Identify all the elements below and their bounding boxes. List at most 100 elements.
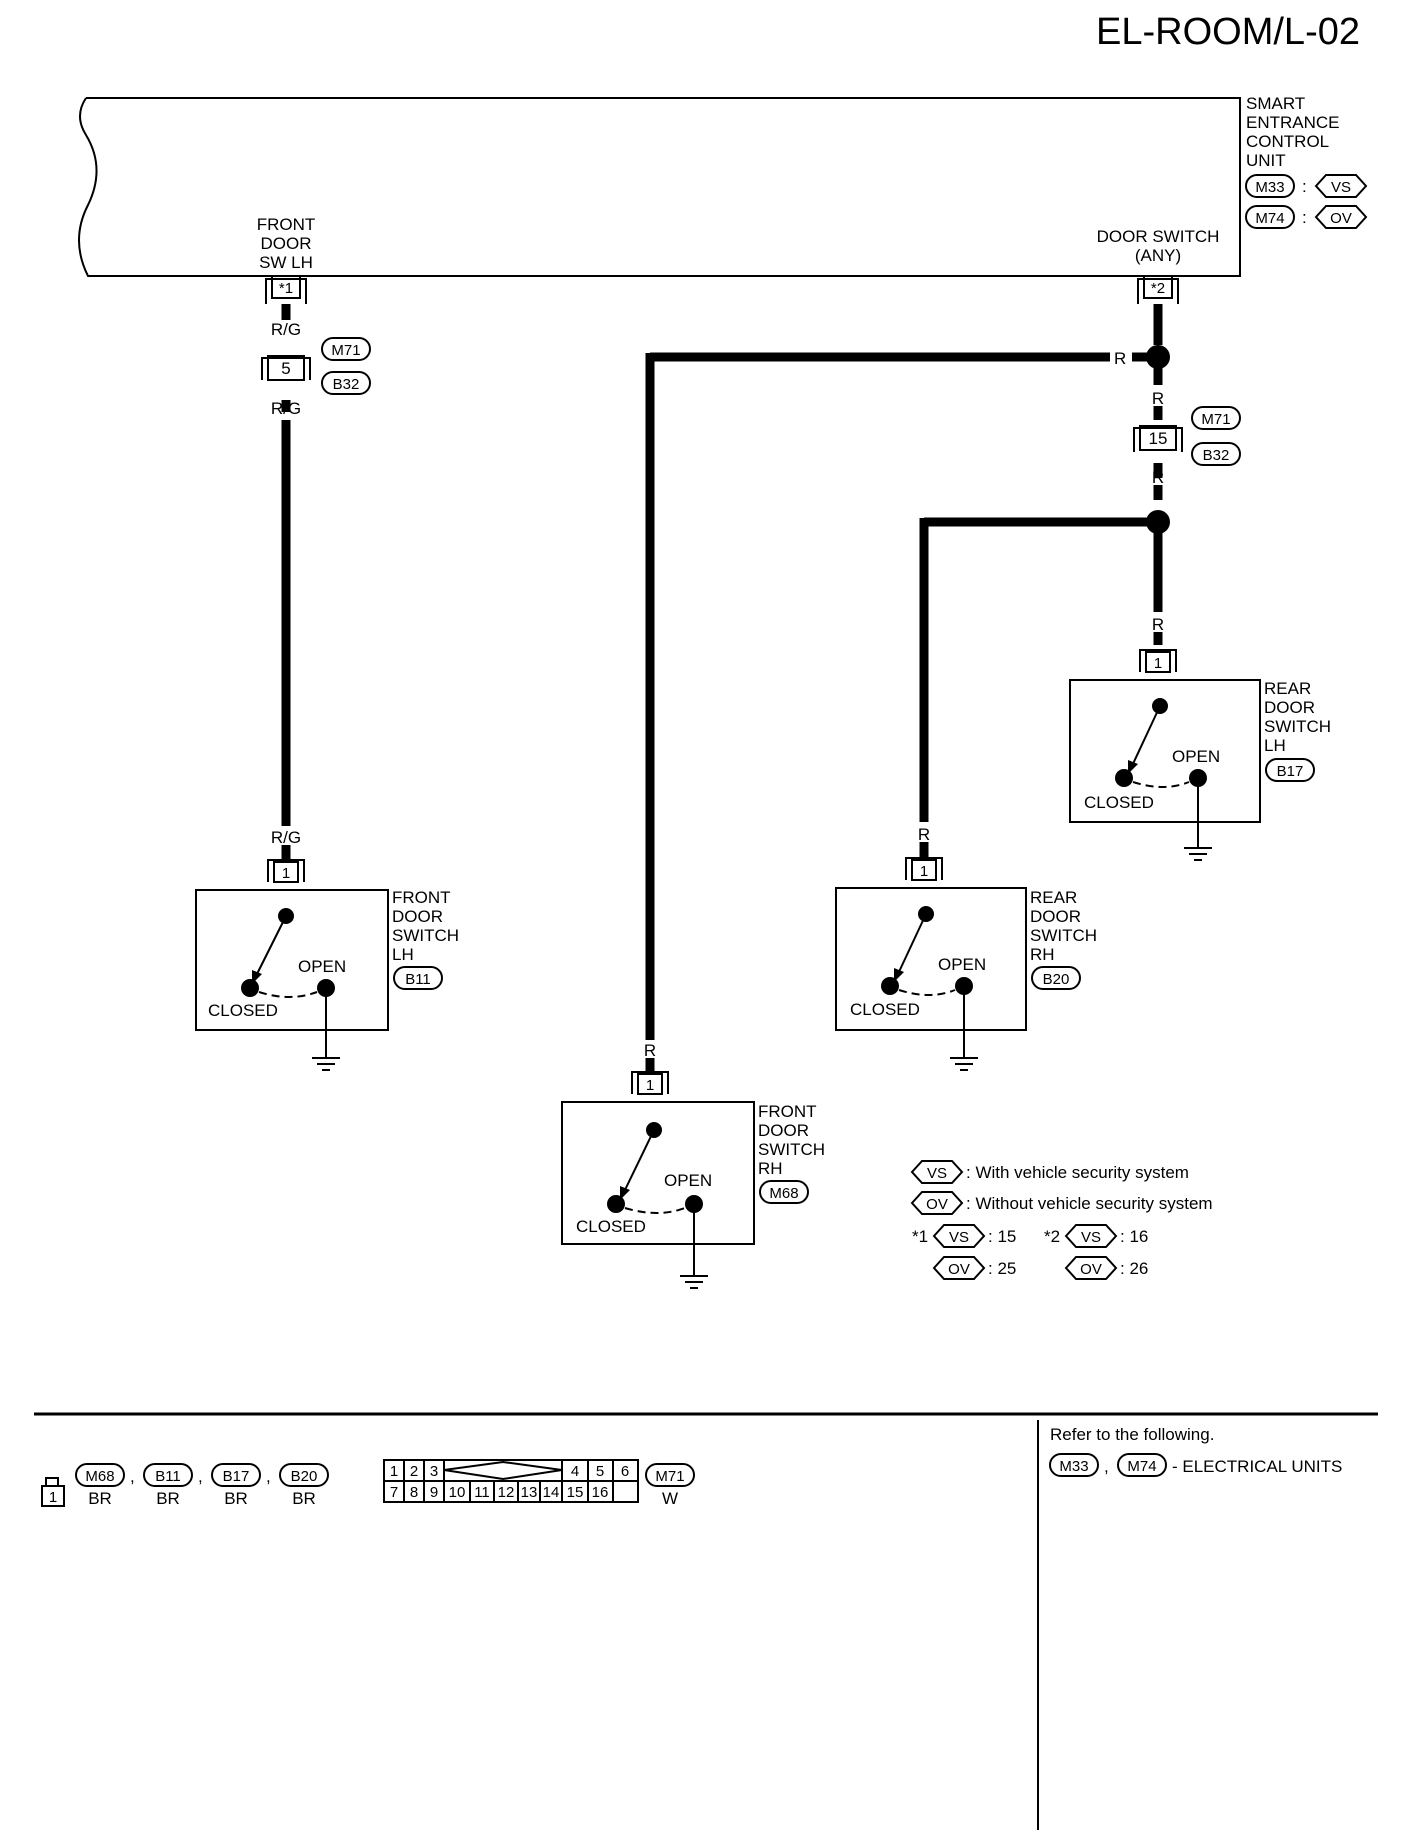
pin-number: 7 xyxy=(390,1484,398,1501)
connector-code: B20 xyxy=(291,1468,318,1485)
colon: : xyxy=(1302,177,1307,196)
connector-code: M71 xyxy=(331,342,360,359)
reference-text: - ELECTRICAL UNITS xyxy=(1172,1457,1342,1476)
legend-code: OV xyxy=(926,1196,948,1213)
switch-label-line: REAR xyxy=(1264,679,1311,698)
switch-label-line: FRONT xyxy=(392,888,451,907)
connector-view-single: 1 M68 BR , B11 BR , B17 BR , B20 BR xyxy=(41,1463,329,1508)
separator: , xyxy=(1104,1457,1109,1476)
pin-number: 3 xyxy=(430,1463,438,1480)
terminal-label-line: DOOR SWITCH xyxy=(1097,227,1220,246)
legend-code: OV xyxy=(1080,1261,1102,1278)
connector-badge xyxy=(1245,205,1295,229)
separator: , xyxy=(266,1467,271,1486)
control-unit-line: CONTROL xyxy=(1246,132,1329,151)
switch-pin: 1 xyxy=(282,865,290,882)
pin-number: 9 xyxy=(430,1484,438,1501)
reference-heading: Refer to the following. xyxy=(1050,1425,1214,1444)
connector-code: M33 xyxy=(1255,179,1284,196)
connector-code: M71 xyxy=(655,1468,684,1485)
wire-color-label: R/G xyxy=(271,399,301,418)
joint-connector-left: 5 xyxy=(261,355,311,381)
legend-text: : With vehicle security system xyxy=(966,1163,1189,1182)
connector-color: BR xyxy=(224,1489,248,1508)
option-code: VS xyxy=(1331,179,1351,196)
page-code: EL-ROOM/L-02 xyxy=(1096,11,1360,53)
joint-pin: 15 xyxy=(1149,429,1168,448)
switch-closed-label: CLOSED xyxy=(1084,793,1154,812)
switch-box xyxy=(835,887,1027,1031)
legend-code: VS xyxy=(949,1229,969,1246)
connector-code: M74 xyxy=(1255,210,1284,227)
terminal-label-line: (ANY) xyxy=(1135,246,1181,265)
legend-mark: *2 xyxy=(1044,1227,1060,1246)
terminal-door-switch-any-label: DOOR SWITCH (ANY) xyxy=(1097,227,1220,265)
unit-variant-ov: M74 : OV xyxy=(1245,205,1368,229)
separator: , xyxy=(130,1467,135,1486)
connector-code: M68 xyxy=(769,1185,798,1202)
pin-number: 14 xyxy=(543,1484,560,1501)
switch-rear-door-lh: 1 OPEN CLOSED REAR DOOR SWITCH LH B17 xyxy=(1069,649,1331,861)
switch-closed-label: CLOSED xyxy=(208,1001,278,1020)
wire-color-label: R/G xyxy=(271,320,301,339)
switch-open-label: OPEN xyxy=(1172,747,1220,766)
wire-color-label: R xyxy=(1114,349,1126,368)
separator: , xyxy=(198,1467,203,1486)
switch-pin: 1 xyxy=(920,863,928,880)
legend-code: VS xyxy=(1081,1229,1101,1246)
legend-code: OV xyxy=(948,1261,970,1278)
connector-code: B11 xyxy=(155,1468,181,1485)
connector-color: W xyxy=(662,1489,678,1508)
splice-dot xyxy=(1146,345,1170,369)
pin-number: 8 xyxy=(410,1484,418,1501)
legend-value: : 15 xyxy=(988,1227,1016,1246)
switch-label-line: SWITCH xyxy=(392,926,459,945)
terminal-label-line: SW LH xyxy=(259,253,313,272)
connector-pin: 1 xyxy=(49,1489,57,1506)
pin-number: 4 xyxy=(571,1463,579,1480)
switch-label-line: RH xyxy=(1030,945,1055,964)
legend-mark: *1 xyxy=(912,1227,928,1246)
option-hexagon xyxy=(1314,205,1368,229)
option-hexagon xyxy=(910,1191,964,1215)
joint-left-codes: M71 B32 xyxy=(321,337,371,395)
terminal-connector-right: *2 xyxy=(1137,275,1179,304)
connector-color: BR xyxy=(292,1489,316,1508)
connector-code: B11 xyxy=(405,971,431,988)
switch-label-line: DOOR xyxy=(758,1121,809,1140)
connector-view-multi: 1 2 3 4 5 6 7 8 9 10 11 12 13 14 15 16 M… xyxy=(383,1459,695,1508)
switch-box xyxy=(561,1101,755,1245)
switch-label-line: LH xyxy=(392,945,414,964)
connector-code: B17 xyxy=(1277,763,1304,780)
connector-badge xyxy=(1245,174,1295,198)
switch-label-line: DOOR xyxy=(392,907,443,926)
reference: Refer to the following. M33 , M74 - ELEC… xyxy=(1049,1425,1342,1477)
pin-number: 6 xyxy=(621,1463,629,1480)
pin-number: 13 xyxy=(521,1484,538,1501)
switch-closed-label: CLOSED xyxy=(850,1000,920,1019)
switch-label-line: REAR xyxy=(1030,888,1077,907)
terminal-pin: *1 xyxy=(279,280,293,297)
connector-code: M68 xyxy=(85,1468,114,1485)
switch-label-line: SWITCH xyxy=(1264,717,1331,736)
option-hexagon xyxy=(910,1160,964,1184)
switch-label-line: SWITCH xyxy=(758,1140,825,1159)
legend-value: : 26 xyxy=(1120,1259,1148,1278)
switch-label-line: FRONT xyxy=(758,1102,817,1121)
terminal-pin: *2 xyxy=(1151,280,1165,297)
connector-color: BR xyxy=(88,1489,112,1508)
connector-code: M33 xyxy=(1059,1458,1088,1475)
pin-number: 12 xyxy=(498,1484,515,1501)
label-gap xyxy=(1110,350,1132,366)
switch-pin: 1 xyxy=(646,1077,654,1094)
switch-open-label: OPEN xyxy=(664,1171,712,1190)
joint-right-codes: M71 B32 xyxy=(1191,406,1241,466)
option-hexagon xyxy=(1314,174,1368,198)
pin-number: 15 xyxy=(567,1484,584,1501)
connector-code: B17 xyxy=(223,1468,250,1485)
option-code: OV xyxy=(1330,210,1352,227)
legend: VS : With vehicle security system OV : W… xyxy=(910,1160,1213,1280)
wire-door-switch-any xyxy=(645,304,1170,1072)
control-unit-box xyxy=(78,97,1241,277)
